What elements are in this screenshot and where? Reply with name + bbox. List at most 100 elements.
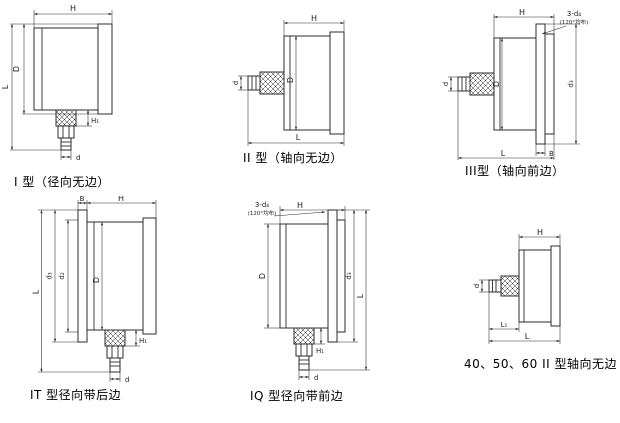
dim-label-thread: d [314,374,318,382]
dim-label-h: H [70,4,76,13]
dim-label-h1: H₁ [316,347,324,355]
thread-stub [60,137,72,151]
dim-label-d3: d₃ [46,272,54,279]
dim-label-l: L [2,84,10,89]
gauge-body [518,245,561,327]
dim-label-thread: d [76,154,80,162]
dim-label-diameter: D [92,277,101,283]
dim-label-thread: d [473,284,481,288]
dim-label-h: H [519,8,525,17]
bezel [142,217,157,335]
figure-caption-type-iq: IQ 型径向带前边 [250,389,344,403]
dim-label-thread: d [125,376,129,384]
dim-label-h: H [118,196,124,203]
gauge-body [493,23,555,145]
dim-label-h: H [297,201,303,210]
case [279,223,329,329]
case [33,27,99,111]
dim-label-thread: d [232,81,240,85]
dim-labels: H d L₁ L [473,228,543,341]
figure-caption-type-ii: II 型（轴向无边） [243,151,343,165]
socket-block [500,275,520,297]
figure-caption-type-ii-small: 40、50、60 II 型轴向无边 [464,357,618,371]
dim-labels: 3-d₄ (120°均布) H D d₃ L H₁ d [248,201,365,382]
figure-caption-type-iii: III型（轴向前边） [465,164,565,178]
dim-labels: 3-d₄ (120°均布) H D d₃ B d L [442,8,588,158]
connector [247,71,285,95]
socket-block [259,71,285,95]
dim-label-h1: H₁ [139,337,147,345]
dimensions [10,10,113,160]
figure-type-iq-drawing: 3-d₄ (120°均布) H D d₃ L H₁ d [248,201,370,382]
holes-note-label: (120°均布) [560,18,589,26]
dim-label-h: H [537,228,543,237]
gauge-body [279,209,346,343]
connector [293,327,315,371]
connector [488,275,520,297]
dim-labels: H D L H₁ d [2,4,99,162]
figure-type-it-drawing: B H d₂ d₃ L D H₁ d [32,196,157,384]
dim-label-h1: H₁ [91,117,99,125]
dim-label-diameter: D [12,66,21,72]
holes-count-label: 3-d₄ [567,10,581,18]
figure-type-ii-drawing: H D d L [232,14,345,146]
thread-stub [488,279,502,293]
dim-labels: B H d₂ d₃ L D H₁ d [32,196,148,384]
dim-label-l: L [356,293,365,298]
dim-label-b: B [549,150,554,158]
dim-label-diameter: D [492,81,501,87]
bezel [544,33,555,135]
thread-stub [247,75,261,91]
front-flange [535,23,546,145]
dimensions [264,206,370,380]
bezel [550,245,561,327]
dim-label-diameter: D [258,273,267,279]
dim-labels: H D d L [232,14,317,142]
socket-block [469,72,495,96]
socket-block [55,109,77,127]
dim-label-d3: d₃ [567,80,575,87]
bezel [336,219,346,333]
front-flange [327,209,338,343]
figure-caption-type-it: IT 型径向带后边 [30,388,122,402]
bezel [329,31,345,135]
dimensions [479,234,561,344]
socket-block [104,329,126,347]
dim-label-l: L [501,149,506,158]
figure-type-iii-drawing: 3-d₄ (120°均布) H D d₃ B d L [442,8,588,160]
figure-caption-type-i: I 型（径向无边） [14,175,110,189]
connector [457,72,495,96]
connector [104,329,126,373]
dim-label-h: H [311,14,317,23]
hex-nut [295,343,313,357]
dim-label-l: L [32,289,41,294]
thread-stub [109,357,121,373]
holes-note-label: (120°均布) [248,209,277,217]
socket-block [293,327,315,345]
figure-type-i-drawing: H D L H₁ d [2,4,113,162]
dim-label-l: L [296,133,301,142]
dimensions [448,14,580,160]
dim-label-l: L [525,332,530,341]
gauge-body [33,23,113,115]
thread-stub [457,76,471,92]
case [86,221,144,331]
dim-label-thread: d [442,82,450,86]
dimensions [38,200,157,382]
connector [55,109,77,151]
holes-leader-line [273,211,326,217]
gauge-body [77,209,157,343]
dim-label-b: B [80,196,85,203]
figure-type-ii-small-drawing: H d L₁ L [473,228,561,344]
dim-label-l1: L₁ [501,321,508,329]
holes-leader-line [541,25,567,35]
dim-label-d3: d₃ [345,272,353,279]
thread-stub [298,355,310,371]
dimensions [238,20,345,146]
rear-flange [77,209,88,343]
bezel [97,23,113,115]
dim-label-diameter: D [286,77,295,83]
dim-label-d2: d₂ [58,272,66,279]
holes-count-label: 3-d₄ [255,201,269,209]
hex-nut [57,125,75,139]
